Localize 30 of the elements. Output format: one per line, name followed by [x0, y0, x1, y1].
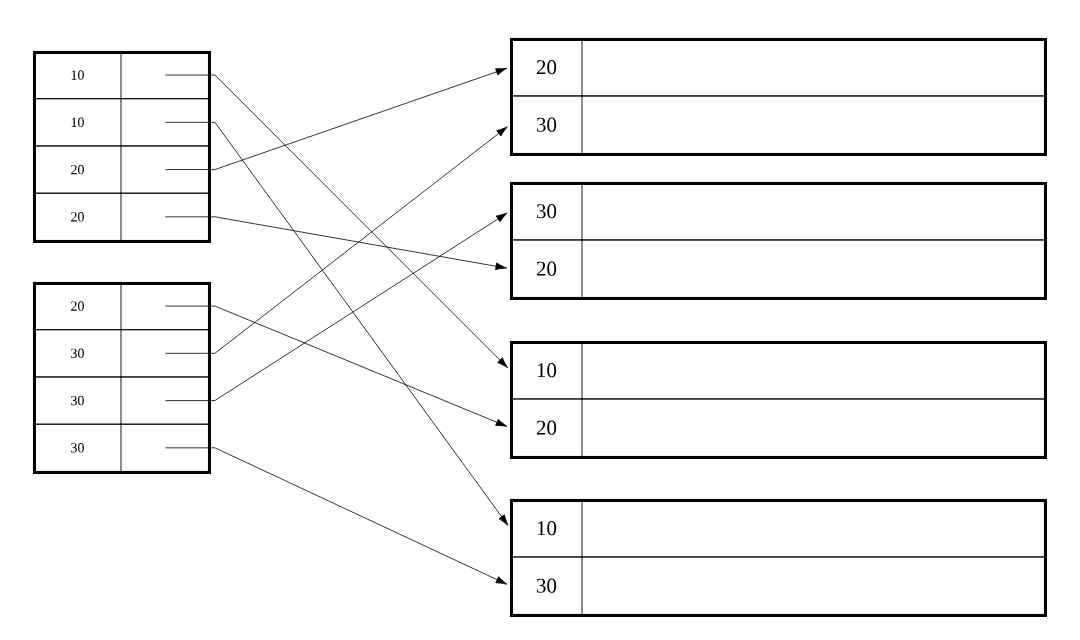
- table-row: 20: [510, 239, 1045, 298]
- table-frame: [33, 51, 211, 243]
- table-row: 20: [33, 192, 209, 241]
- arrow: [165, 447, 508, 585]
- table-row: 10: [33, 51, 209, 100]
- table-row: 30: [510, 95, 1045, 154]
- table-frame: [33, 282, 211, 474]
- table-row: 20: [510, 398, 1045, 457]
- table-row: 30: [33, 423, 209, 472]
- table-row: 10: [510, 341, 1045, 400]
- table-frame: [510, 38, 1047, 156]
- table-frame: [510, 341, 1047, 459]
- table-row: 30: [510, 556, 1045, 615]
- table-row: 30: [510, 182, 1045, 241]
- arrow: [165, 121, 509, 526]
- table-row: 20: [33, 145, 209, 194]
- arrow: [165, 74, 508, 369]
- arrow: [165, 212, 508, 401]
- arrow: [165, 126, 508, 354]
- table-row: 30: [33, 376, 209, 425]
- arrow: [165, 216, 507, 270]
- table-frame: [510, 182, 1047, 300]
- arrow: [165, 67, 508, 170]
- table-row: 30: [33, 329, 209, 378]
- table-row: 10: [510, 499, 1045, 558]
- table-frame: [510, 499, 1047, 617]
- table-row: 20: [33, 282, 209, 331]
- arrow: [165, 305, 508, 427]
- table-row: 10: [33, 98, 209, 147]
- table-row: 20: [510, 38, 1045, 97]
